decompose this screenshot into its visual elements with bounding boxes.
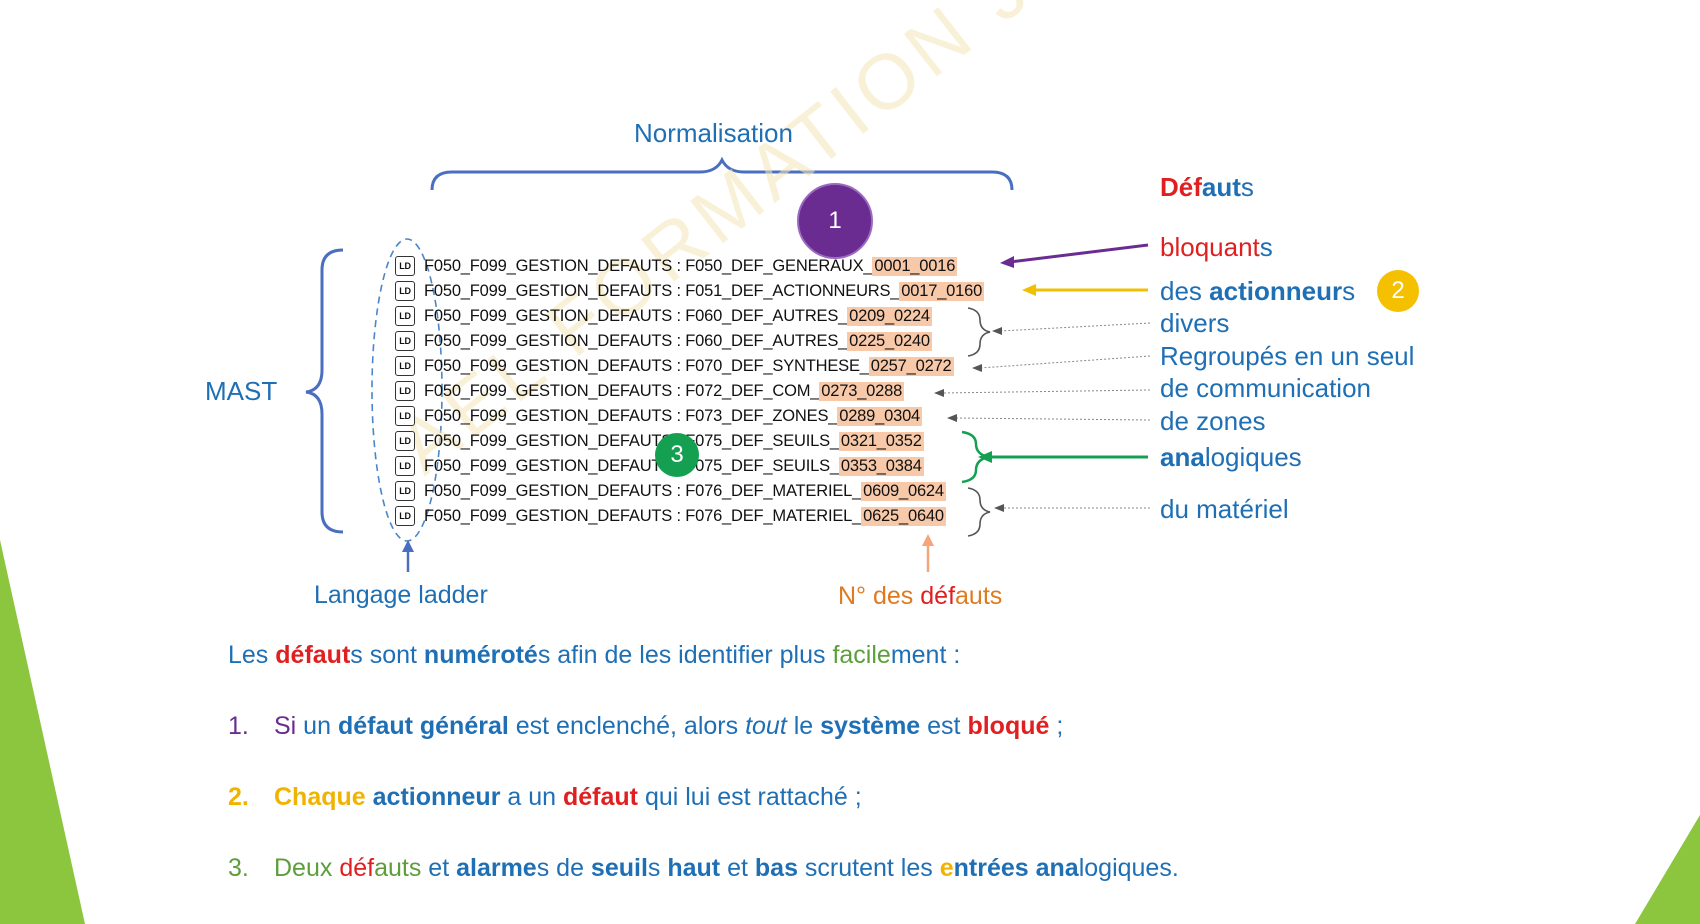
program-row[interactable]: LD F050_F099_GESTION_DEFAUTS : F075_DEF_S…	[395, 454, 924, 478]
ladder-icon: LD	[395, 431, 415, 451]
program-name: F050_F099_GESTION_DEFAUTS : F060_DEF_AUT…	[424, 306, 848, 325]
actionneurs-label: des actionneurs	[1160, 276, 1356, 306]
ladder-icon: LD	[395, 506, 415, 526]
normalisation-label: Normalisation	[634, 118, 793, 148]
defect-range: 0017_0160	[899, 281, 985, 301]
intro-paragraph: Les défauts sont numérotés afin de les i…	[228, 641, 961, 669]
defect-range: 0609_0624	[861, 481, 946, 501]
normalisation-brace	[430, 156, 1014, 191]
program-name: F050_F099_GESTION_DEFAUTS : F075_DEF_SEU…	[424, 456, 839, 475]
ladder-icon: LD	[395, 256, 415, 276]
defauts-title: Défauts	[1160, 172, 1254, 202]
program-row[interactable]: LD F050_F099_GESTION_DEFAUTS : F060_DEF_A…	[395, 329, 932, 353]
program-row[interactable]: LD F050_F099_GESTION_DEFAUTS : F050_DEF_G…	[395, 254, 958, 278]
langage-ladder-label: Langage ladder	[314, 581, 488, 609]
mast-brace	[305, 248, 344, 534]
ladder-icon: LD	[395, 481, 415, 501]
list-item-3: 3.Deux défauts et alarmes de seuils haut…	[228, 854, 1179, 882]
list-item-2: 2.Chaque actionneur a un défaut qui lui …	[228, 783, 862, 811]
program-name: F050_F099_GESTION_DEFAUTS : F050_DEF_GEN…	[424, 256, 873, 275]
analogiques-label: analogiques	[1160, 442, 1302, 472]
defect-range: 0625_0640	[861, 506, 946, 526]
program-name: F050_F099_GESTION_DEFAUTS : F075_DEF_SEU…	[424, 431, 839, 450]
defect-range: 0001_0016	[872, 256, 958, 276]
mast-label: MAST	[205, 376, 278, 406]
program-name: F050_F099_GESTION_DEFAUTS : F072_DEF_COM…	[424, 381, 820, 400]
divers-brace	[967, 307, 991, 357]
ladder-icon: LD	[395, 281, 415, 301]
defect-range: 0289_0304	[837, 406, 923, 426]
program-row[interactable]: LD F050_F099_GESTION_DEFAUTS : F072_DEF_C…	[395, 379, 905, 403]
program-name: F050_F099_GESTION_DEFAUTS : F051_DEF_ACT…	[424, 281, 900, 300]
right-green-triangle	[1635, 815, 1700, 924]
program-name: F050_F099_GESTION_DEFAUTS : F076_DEF_MAT…	[424, 481, 862, 500]
list-item-1: 1.Si un défaut général est enclenché, al…	[228, 712, 1064, 740]
ladder-icon: LD	[395, 381, 415, 401]
program-name: F050_F099_GESTION_DEFAUTS : F073_DEF_ZON…	[424, 406, 838, 425]
ladder-icon: LD	[395, 356, 415, 376]
program-row[interactable]: LD F050_F099_GESTION_DEFAUTS : F076_DEF_M…	[395, 504, 946, 528]
program-row[interactable]: LD F050_F099_GESTION_DEFAUTS : F060_DEF_A…	[395, 304, 932, 328]
defect-range: 0257_0272	[868, 356, 954, 376]
marker-2: 2	[1377, 270, 1419, 312]
communication-label: de communication	[1160, 373, 1371, 403]
ladder-icon: LD	[395, 406, 415, 426]
defect-range: 0321_0352	[838, 431, 924, 451]
ld-ellipse	[371, 238, 443, 542]
defect-range: 0353_0384	[838, 456, 924, 476]
defect-range: 0273_0288	[819, 381, 905, 401]
ladder-icon: LD	[395, 331, 415, 351]
defect-range: 0225_0240	[847, 331, 932, 351]
program-row[interactable]: LD F050_F099_GESTION_DEFAUTS : F075_DEF_S…	[395, 429, 924, 453]
ladder-icon: LD	[395, 456, 415, 476]
regroupes-label: Regroupés en un seul	[1160, 341, 1415, 371]
left-green-triangle	[0, 540, 85, 924]
ladder-icon: LD	[395, 306, 415, 326]
defect-range: 0209_0224	[847, 306, 932, 326]
numeros-defauts-label: N° des défauts	[838, 582, 1003, 610]
bloquants-arrow	[1009, 243, 1149, 264]
marker-3: 3	[655, 433, 699, 477]
materiel-brace	[967, 487, 991, 537]
program-row[interactable]: LD F050_F099_GESTION_DEFAUTS : F051_DEF_A…	[395, 279, 985, 303]
materiel-label: du matériel	[1160, 494, 1289, 524]
program-row[interactable]: LD F050_F099_GESTION_DEFAUTS : F073_DEF_Z…	[395, 404, 923, 428]
program-row[interactable]: LD F050_F099_GESTION_DEFAUTS : F076_DEF_M…	[395, 479, 946, 503]
divers-label: divers	[1160, 308, 1230, 338]
program-name: F050_F099_GESTION_DEFAUTS : F070_DEF_SYN…	[424, 356, 869, 375]
zones-label: de zones	[1160, 406, 1266, 436]
program-name: F050_F099_GESTION_DEFAUTS : F076_DEF_MAT…	[424, 506, 862, 525]
bloquants-label: bloquants	[1160, 232, 1273, 262]
program-name: F050_F099_GESTION_DEFAUTS : F060_DEF_AUT…	[424, 331, 848, 350]
marker-1: 1	[797, 183, 873, 259]
program-row[interactable]: LD F050_F099_GESTION_DEFAUTS : F070_DEF_S…	[395, 354, 954, 378]
